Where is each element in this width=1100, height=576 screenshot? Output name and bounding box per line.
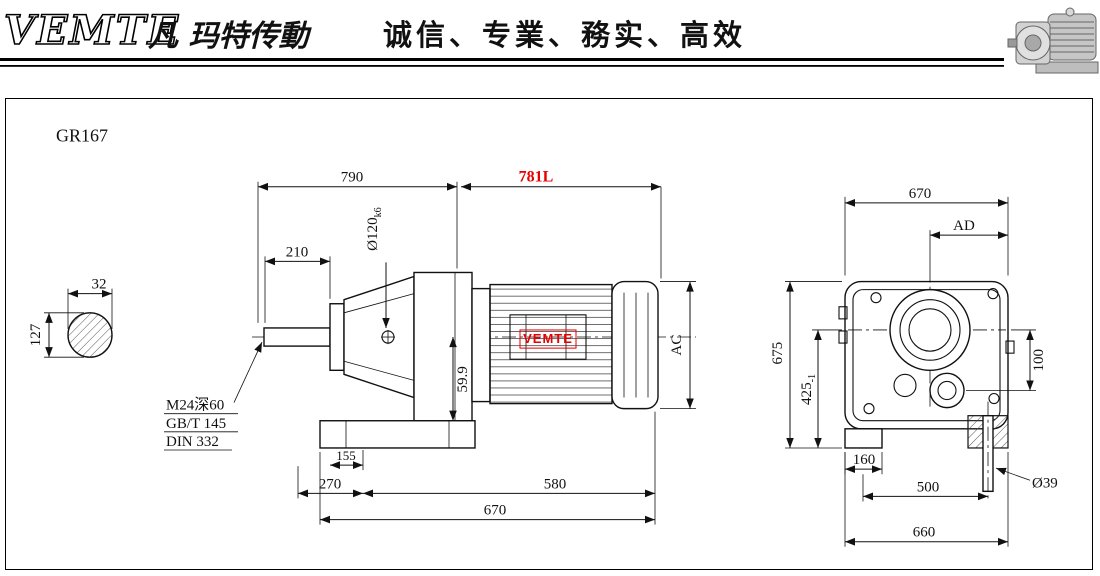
drawing-frame: GR167 32 127 xyxy=(5,98,1093,570)
dim-425: 425-1 xyxy=(799,374,818,405)
dim-dia-39: Ø39 xyxy=(1032,475,1058,491)
side-view-dimensions: 790 781L 210 Ø120k6 59.9 xyxy=(164,169,696,525)
dim-790: 790 xyxy=(341,170,363,186)
note-m24: M24深60 xyxy=(166,397,224,414)
note-din332: DIN 332 xyxy=(166,434,219,450)
dim-shaft-diameter: Ø120k6 xyxy=(365,207,384,251)
model-label: GR167 xyxy=(56,125,108,145)
product-photo-gearmotor xyxy=(1004,0,1100,82)
shaft-end-notes: M24深60 GB/T 145 DIN 332 xyxy=(164,341,263,451)
dim-155: 155 xyxy=(336,448,356,463)
dim-675: 675 xyxy=(770,342,786,365)
motor-brand-mark: VEMTE xyxy=(523,331,573,346)
dim-160: 160 xyxy=(853,452,875,468)
slogan-text: 诚信、专業、務实、高效 xyxy=(383,18,746,52)
dim-shaft-width: 32 xyxy=(92,277,107,293)
header-banner: VEMTE 凡 玛特传動 诚信、专業、務实、高效 xyxy=(0,0,1100,96)
end-view xyxy=(838,268,1015,503)
dim-670-end: 670 xyxy=(909,186,931,202)
dim-781-red: 781L xyxy=(519,169,554,186)
dim-500: 500 xyxy=(917,479,939,495)
note-gbt145: GB/T 145 xyxy=(166,416,226,432)
dim-ad: AD xyxy=(953,218,975,234)
dim-210: 210 xyxy=(286,244,308,260)
dim-670-side: 670 xyxy=(484,502,506,518)
logo-vemte: VEMTE xyxy=(4,7,180,54)
dim-ac: AC xyxy=(669,335,685,356)
dim-59-9: 59.9 xyxy=(455,366,471,392)
logo-chinese: 凡 玛特传動 xyxy=(147,19,312,54)
dim-660: 660 xyxy=(913,525,935,541)
header-double-rule xyxy=(0,58,1100,67)
dim-580: 580 xyxy=(544,476,566,492)
side-view: VEMTE xyxy=(252,271,696,449)
dim-shaft-height: 127 xyxy=(28,323,44,346)
end-view-dimensions: 670 AD 675 425-1 100 xyxy=(770,186,1058,547)
shaft-cross-section: 32 127 xyxy=(28,277,113,358)
dim-100: 100 xyxy=(1031,349,1047,372)
dim-270: 270 xyxy=(319,476,341,492)
